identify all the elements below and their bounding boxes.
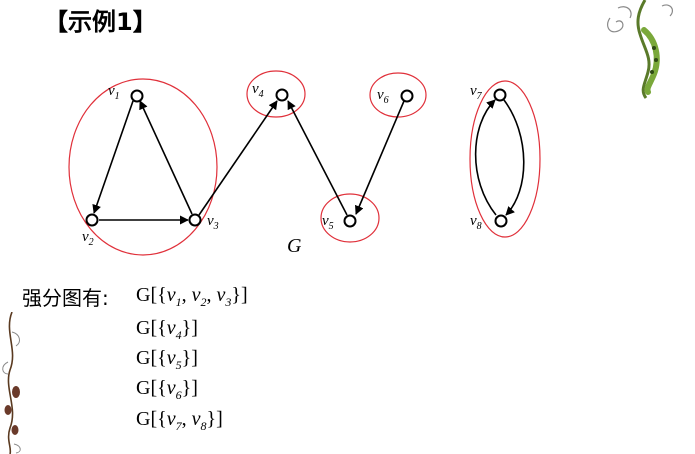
scc-ring-v1-v2-v3 <box>68 78 218 256</box>
graph-name-label: G <box>287 235 302 257</box>
vertex-label-v4: v4 <box>252 81 264 100</box>
component-close: }] <box>181 317 198 339</box>
vertex-v3 <box>188 213 202 227</box>
vertex-v6 <box>400 89 414 103</box>
edges <box>92 99 525 225</box>
strong-components-heading: 强分图有: <box>22 286 109 310</box>
edge-v1-v2 <box>92 100 134 214</box>
strong-component-5: G[{v7, v8}] <box>136 408 223 434</box>
edge-v8-v7 <box>474 99 497 216</box>
edge-v3-v1 <box>139 100 193 215</box>
component-member-v8: v8 <box>191 408 207 433</box>
decorative-vine-top-right <box>607 0 674 99</box>
vertex-label-v6: v6 <box>377 87 389 106</box>
vertex-label-v8: v8 <box>470 213 482 232</box>
component-open: G[{ <box>136 284 167 306</box>
vertex-v1 <box>130 89 144 103</box>
edge-v7-v8 <box>503 99 525 216</box>
vertex-v7 <box>493 88 507 102</box>
decorative-vine-bottom-left <box>2 312 21 454</box>
edge-v5-v4 <box>287 100 348 216</box>
vertex-v8 <box>494 214 508 228</box>
vertex-labels: v1 v2 v3 v4 v5 v6 v7 v8 <box>82 81 483 248</box>
component-member-v5: v5 <box>166 347 182 372</box>
strong-component-2: G[{v4}] <box>136 317 198 343</box>
component-close: }] <box>231 284 248 306</box>
vertex-v4 <box>275 88 289 102</box>
vertex-v5 <box>343 214 357 228</box>
component-close: }] <box>206 408 223 430</box>
component-separator: , <box>181 408 192 430</box>
vertex-label-v2: v2 <box>82 229 94 248</box>
component-close: }] <box>181 377 198 399</box>
component-member-v4: v4 <box>166 317 182 342</box>
strong-component-4: G[{v6}] <box>136 377 198 403</box>
component-separator: , <box>181 284 192 306</box>
component-member-v7: v7 <box>166 408 182 433</box>
component-member-v3: v3 <box>216 284 232 309</box>
component-member-v2: v2 <box>191 284 207 309</box>
component-member-v6: v6 <box>166 377 182 402</box>
digraph-G: v1 v2 v3 v4 v5 v6 v7 v8 G <box>68 70 541 257</box>
component-close: }] <box>181 347 198 369</box>
scc-highlights <box>68 70 541 256</box>
vertex-label-v3: v3 <box>207 213 219 232</box>
vertex-label-v5: v5 <box>322 213 334 232</box>
strong-component-1: G[{v1, v2, v3}] <box>136 284 248 310</box>
slide-title: 【示例1】 <box>44 8 157 36</box>
vertices <box>85 88 508 228</box>
scc-ring-v7-v8 <box>469 80 541 238</box>
component-separator: , <box>206 284 217 306</box>
edge-v6-v5 <box>355 100 405 215</box>
vertex-label-v1: v1 <box>108 83 120 102</box>
edge-v3-v4 <box>198 100 278 216</box>
component-open: G[{ <box>136 317 167 339</box>
component-open: G[{ <box>136 347 167 369</box>
scc-ring-v5 <box>320 193 380 243</box>
component-open: G[{ <box>136 377 167 399</box>
vertex-label-v7: v7 <box>470 83 483 102</box>
strong-component-3: G[{v5}] <box>136 347 198 373</box>
component-open: G[{ <box>136 408 167 430</box>
component-member-v1: v1 <box>166 284 182 309</box>
scc-ring-v4 <box>246 70 306 118</box>
vertex-v2 <box>85 213 99 227</box>
